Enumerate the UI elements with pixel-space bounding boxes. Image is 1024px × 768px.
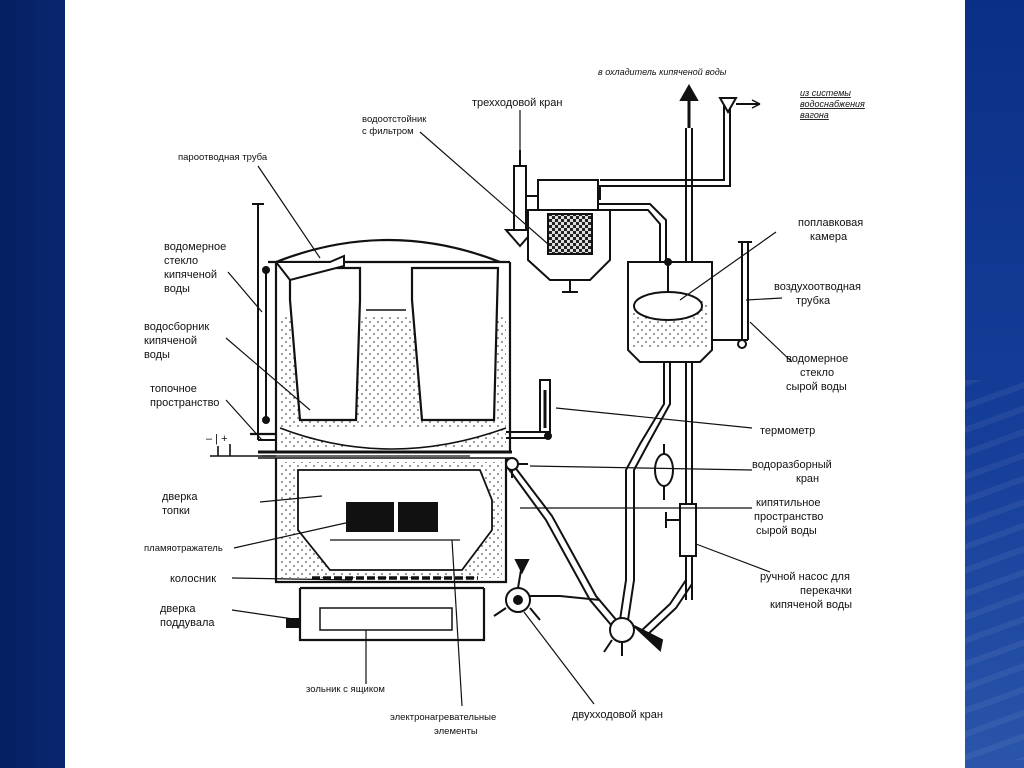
label-heating-elements-1: электронагревательные <box>390 712 496 723</box>
label-gauge-boiled-3: кипяченой <box>164 269 217 281</box>
label-gauge-raw-3: сырой воды <box>786 381 847 393</box>
label-polarity: – | + <box>206 433 228 445</box>
label-thermometer: термометр <box>760 425 815 437</box>
label-settler-1: водоотстойник <box>362 114 427 125</box>
label-steam-pipe: пароотводная труба <box>178 152 268 163</box>
label-firebox-2: пространство <box>150 397 219 409</box>
label-boiling-space-1: кипятильное <box>756 497 821 509</box>
label-hand-pump-1: ручной насос для <box>760 571 850 583</box>
slide-right-border <box>965 0 1024 768</box>
label-collector-1: водосборник <box>144 321 209 333</box>
label-float-chamber-2: камера <box>810 231 848 243</box>
label-collector-3: воды <box>144 349 170 361</box>
label-hand-pump-3: кипяченой воды <box>770 599 852 611</box>
label-float-chamber-1: поплавковая <box>798 217 863 229</box>
label-collector-2: кипяченой <box>144 335 197 347</box>
air-tube <box>712 241 752 349</box>
water-settler <box>527 179 611 293</box>
label-hand-pump-2: перекачки <box>800 585 852 597</box>
label-ash-door-2: поддувала <box>160 617 215 629</box>
steam-pipe <box>273 254 345 282</box>
leader-lines <box>225 110 793 707</box>
electric-terminals <box>210 444 276 457</box>
labels: в охладитель кипяченой воды из системы в… <box>144 67 865 737</box>
label-water-supply-2: водоснабжения <box>800 99 865 109</box>
label-firebox-1: топочное <box>150 383 197 395</box>
label-gauge-boiled-2: стекло <box>164 255 198 267</box>
label-furnace-door-1: дверка <box>162 491 198 503</box>
label-boiling-space-2: пространство <box>754 511 823 523</box>
float-chamber <box>627 258 713 363</box>
water-tap <box>505 457 528 478</box>
label-gauge-raw-2: стекло <box>800 367 834 379</box>
boiler-body <box>250 238 512 642</box>
label-ash-pan: зольник с ящиком <box>306 684 385 695</box>
label-grate: колосник <box>170 573 216 585</box>
label-cooler: в охладитель кипяченой воды <box>598 67 727 77</box>
label-boiling-space-3: сырой воды <box>756 525 817 537</box>
label-three-way-valve: трехходовой кран <box>472 97 562 109</box>
label-flame-reflector: пламяотражатель <box>144 543 223 554</box>
label-air-tube-2: трубка <box>796 295 831 307</box>
label-water-supply-3: вагона <box>800 110 829 120</box>
label-air-tube-1: воздухоотводная <box>774 281 861 293</box>
two-way-valve <box>493 559 541 621</box>
hand-pump <box>603 444 697 656</box>
label-water-supply-1: из системы <box>800 88 851 98</box>
label-tap-1: водоразборный <box>752 459 832 471</box>
label-gauge-raw-1: водомерное <box>786 353 848 365</box>
label-gauge-boiled-1: водомерное <box>164 241 226 253</box>
gauge-glass-boiled <box>252 203 276 441</box>
label-tap-2: кран <box>796 473 819 485</box>
thermometer <box>506 379 552 440</box>
label-ash-door-1: дверка <box>160 603 196 615</box>
label-gauge-boiled-4: воды <box>164 283 190 295</box>
label-two-way-valve: двухходовой кран <box>572 709 663 721</box>
slide-background <box>65 0 965 768</box>
label-furnace-door-2: топки <box>162 505 190 517</box>
label-settler-2: с фильтром <box>362 126 414 137</box>
label-heating-elements-2: элементы <box>434 726 478 737</box>
